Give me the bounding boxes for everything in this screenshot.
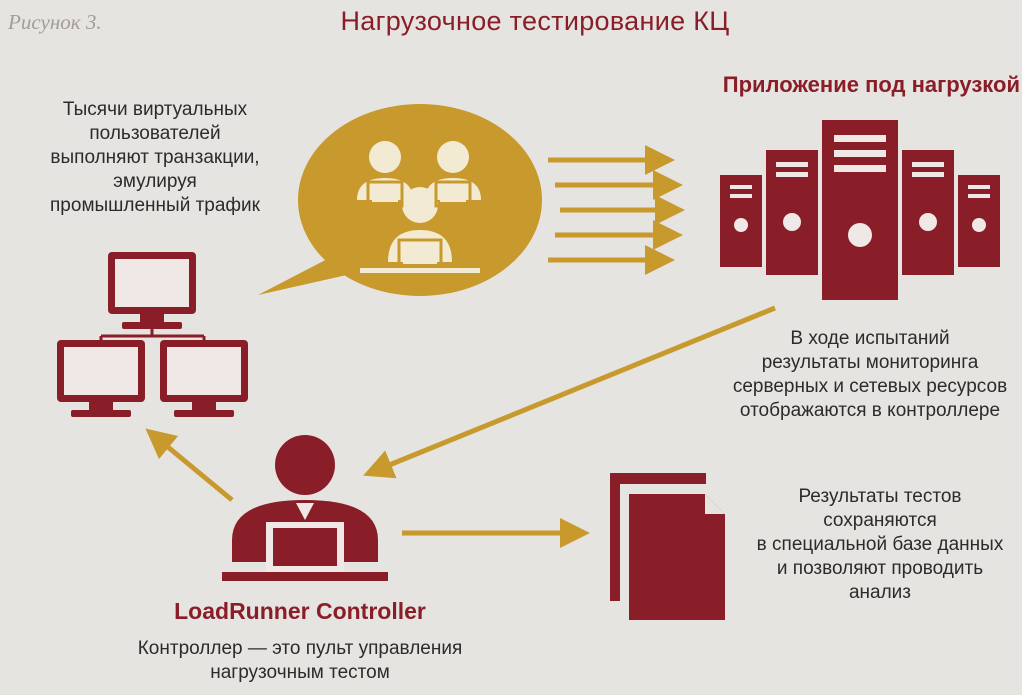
caption-line: и позволяют проводить — [776, 558, 984, 579]
monitor-icon — [57, 340, 145, 417]
caption-line: эмулируя — [113, 171, 197, 192]
caption-line: пользователей — [89, 123, 221, 144]
caption-line: в специальной базе данных — [756, 534, 1004, 555]
caption-line: В ходе испытаний — [790, 328, 950, 349]
server-rack-icon — [720, 120, 1000, 300]
caption-line: промышленный трафик — [50, 195, 260, 216]
arrow-monitoring — [363, 305, 776, 479]
diagram-title: Нагрузочное тестирование КЦ — [340, 6, 730, 36]
documents-icon — [610, 473, 725, 620]
load-arrows — [548, 145, 685, 275]
results-caption: Результаты тестов сохраняются в специаль… — [745, 485, 1015, 605]
caption-line: нагрузочным тестом — [210, 662, 390, 683]
controller-title: LoadRunner Controller — [174, 598, 426, 624]
caption-line: анализ — [848, 582, 912, 603]
virtual-users-caption: Тысячи виртуальных пользователей выполня… — [30, 98, 280, 218]
caption-line: серверных и сетевых ресурсов — [732, 376, 1008, 397]
monitoring-caption: В ходе испытаний результаты мониторинга … — [725, 327, 1015, 423]
monitor-icon — [108, 252, 196, 329]
caption-line: Тысячи виртуальных — [62, 99, 248, 120]
caption-line: Результаты тестов — [798, 486, 962, 507]
caption-line: результаты мониторинга — [761, 352, 979, 373]
controller-caption: Контроллер — это пульт управления нагруз… — [120, 637, 480, 685]
caption-line: выполняют транзакции, — [50, 147, 260, 168]
arrow-to-users — [145, 428, 234, 502]
caption-line: сохраняются — [823, 510, 937, 531]
monitor-icon — [160, 340, 248, 417]
users-bubble-icon — [258, 104, 542, 296]
controller-person-icon — [222, 435, 388, 581]
figure-label: Рисунок 3. — [8, 10, 102, 34]
app-under-load-title: Приложение под нагрузкой — [722, 72, 1020, 97]
monitors-network — [57, 252, 248, 417]
caption-line: Контроллер — это пульт управления — [137, 638, 463, 659]
caption-line: отображаются в контроллере — [739, 400, 1001, 421]
